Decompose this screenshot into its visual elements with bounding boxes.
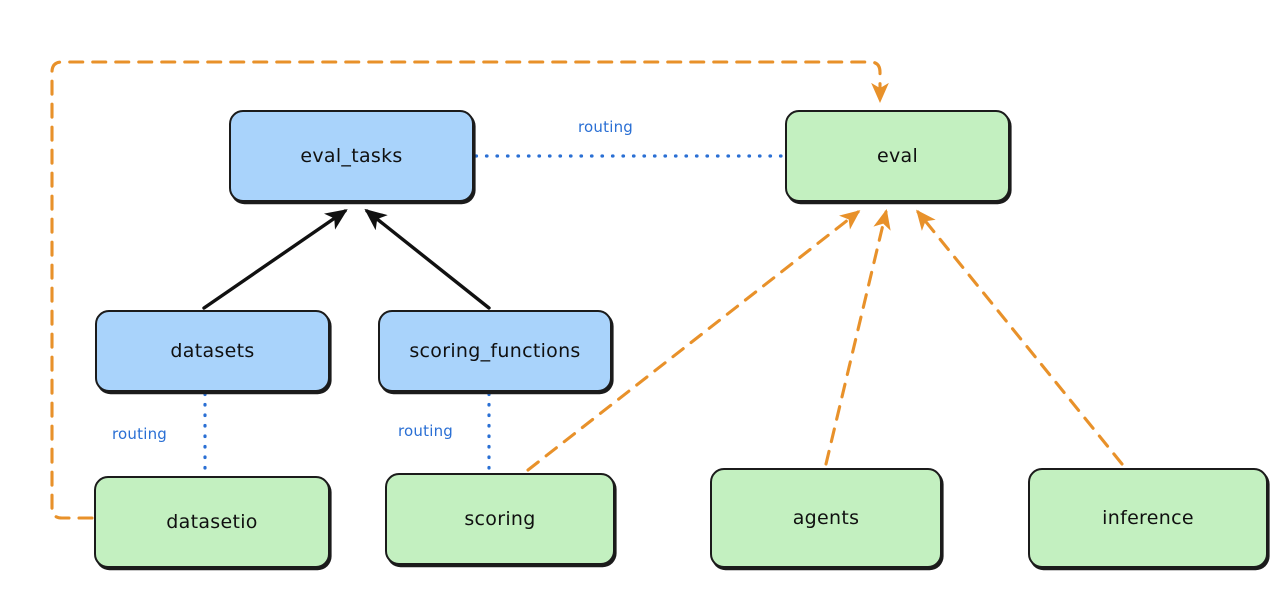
node-label: scoring	[464, 507, 536, 530]
edge-label-scoring-functions-routing: routing	[398, 422, 453, 440]
edge-label-eval-tasks-routing: routing	[578, 118, 633, 136]
edge-label-datasets-routing: routing	[112, 425, 167, 443]
node-scoring[interactable]: scoring	[385, 473, 615, 565]
node-label: eval	[876, 144, 919, 167]
node-eval[interactable]: eval	[785, 110, 1010, 202]
edge-scoring-functions-eval-tasks	[364, 208, 491, 310]
edge-inference-eval	[916, 209, 1124, 466]
node-label: agents	[792, 506, 860, 529]
edge-agents-eval	[824, 209, 891, 466]
node-datasetio[interactable]: datasetio	[94, 476, 330, 568]
node-inference[interactable]: inference	[1028, 468, 1268, 568]
node-label: datasets	[170, 339, 255, 362]
node-agents[interactable]: agents	[710, 468, 942, 568]
node-datasets[interactable]: datasets	[95, 310, 330, 392]
node-label: scoring_functions	[409, 339, 581, 362]
node-label: inference	[1102, 506, 1194, 529]
node-eval-tasks[interactable]: eval_tasks	[229, 110, 474, 202]
node-scoring-functions[interactable]: scoring_functions	[378, 310, 612, 392]
edge-datasets-eval-tasks	[202, 209, 348, 310]
node-label: eval_tasks	[300, 144, 403, 167]
node-label: datasetio	[166, 510, 258, 533]
